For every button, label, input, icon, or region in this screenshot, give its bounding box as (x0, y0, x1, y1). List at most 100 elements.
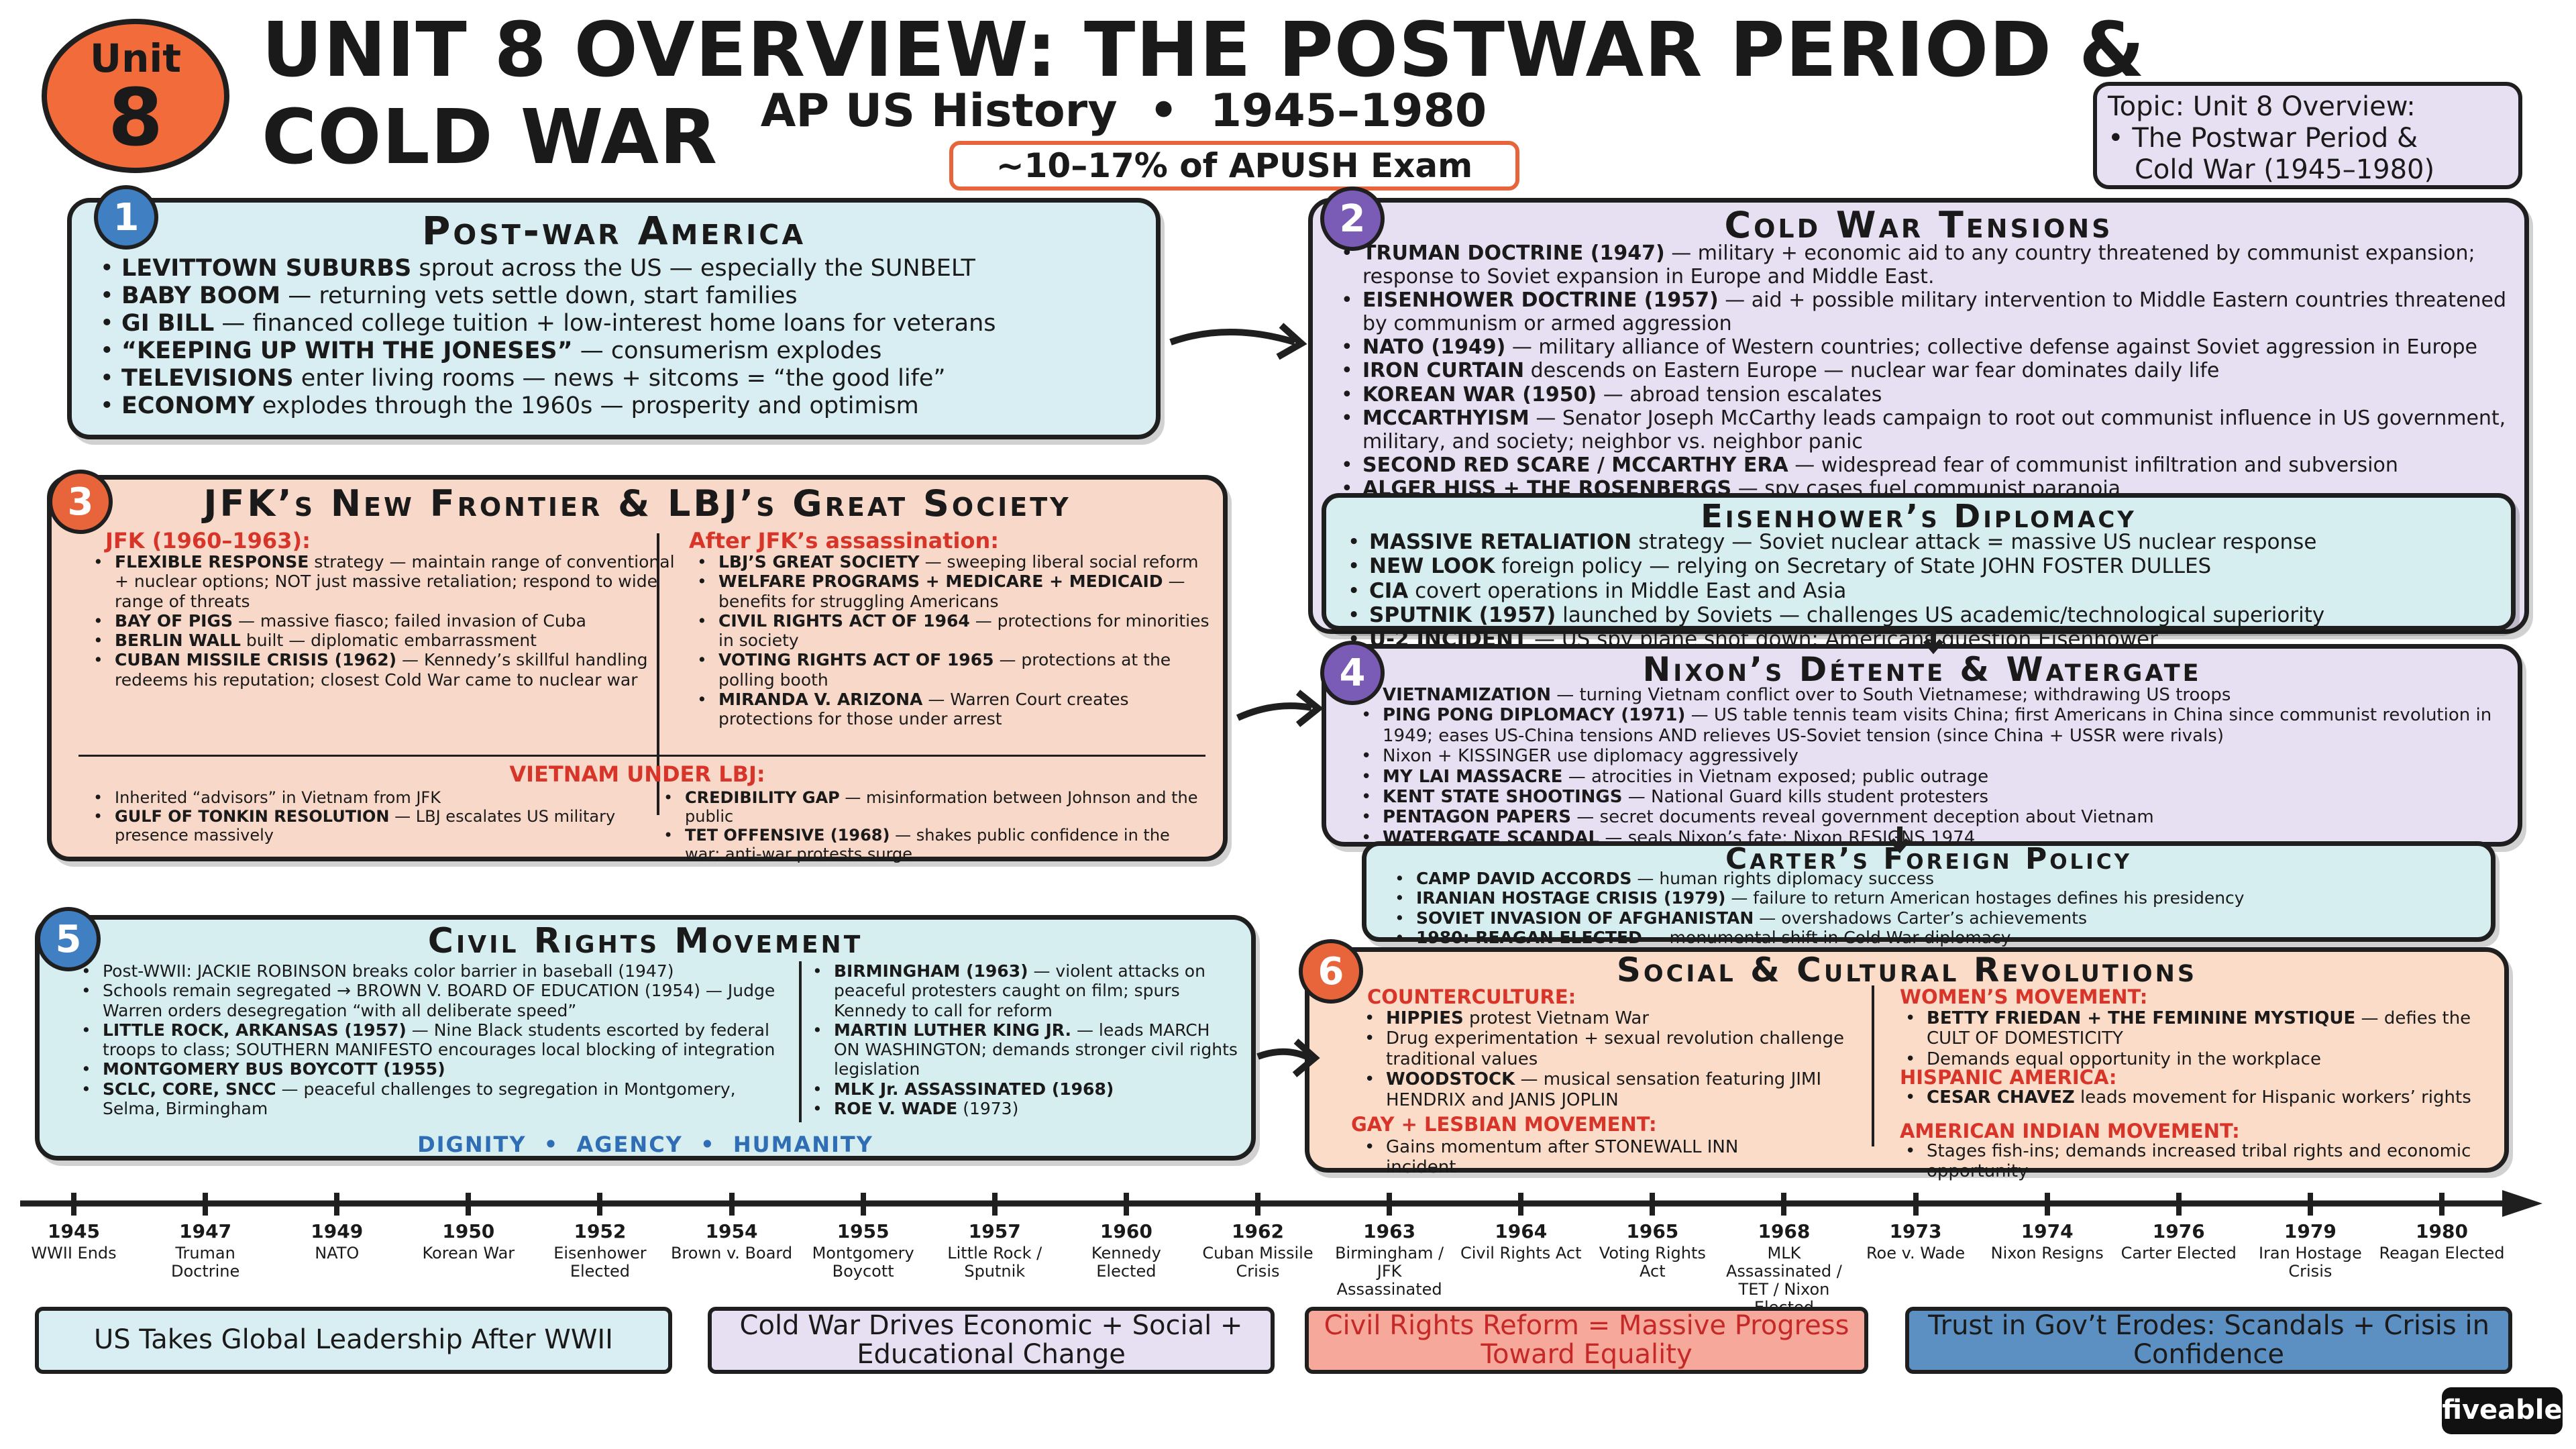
timeline-event-label: Eisenhower Elected (553, 1244, 647, 1281)
list-item-key-term: CREDIBILITY GAP (685, 788, 840, 807)
list-item-key-term: MLK Jr. ASSASSINATED (1968) (834, 1079, 1114, 1099)
jfk-header: JFK (1960–1963): (105, 528, 311, 553)
after-jfk-header: After JFK’s assassination: (689, 528, 1000, 553)
timeline-tick (466, 1193, 472, 1216)
list-item-text: — sweeping liberal social reform (919, 552, 1199, 572)
timeline-event-label: MLK Assassinated / TET / Nixon Elected (1726, 1244, 1842, 1316)
list-item: 1980: REAGAN ELECTED — monumental shift … (1393, 927, 2493, 948)
section-title: Social & Cultural Revolutions (1616, 951, 2198, 989)
list-item: Nixon + KISSINGER use diplomacy aggressi… (1360, 746, 2514, 767)
section-list: VIETNAMIZATION — turning Vietnam conflic… (1360, 685, 2514, 849)
american-indian-list: Stages fish-ins; demands increased triba… (1904, 1141, 2481, 1182)
list-item-text: — US table tennis team visits China; fir… (1383, 705, 2492, 746)
list-item: BETTY FRIEDAN + THE FEMININE MYSTIQUE — … (1904, 1008, 2481, 1049)
timeline-year: 1976 (2152, 1220, 2205, 1242)
timeline-year: 1973 (1889, 1220, 1942, 1242)
list-item-text: (1973) (957, 1098, 1019, 1118)
list-item-text: — protections for minorities in society (718, 610, 1210, 650)
list-item: SCLC, CORE, SNCC — peaceful challenges t… (80, 1079, 791, 1119)
list-item-key-term: TRUMAN DOCTRINE (1947) (1362, 241, 1665, 265)
list-item-key-term: LBJ’S GREAT SOCIETY (718, 552, 920, 572)
list-item: CESAR CHAVEZ leads movement for Hispanic… (1904, 1087, 2481, 1108)
list-item: BERLIN WALL built — diplomatic embarrass… (92, 631, 682, 651)
timeline-tick (729, 1193, 735, 1216)
timeline-event-label: Carter Elected (2121, 1244, 2237, 1263)
list-item: HIPPIES protest Vietnam War (1363, 1008, 1900, 1029)
timeline-year: 1952 (574, 1220, 627, 1242)
list-item-key-term: GI BILL (121, 309, 215, 337)
arrow-connector-5-to-6 (1256, 1038, 1320, 1077)
section-title: Nixon’s Détente & Watergate (1642, 650, 2202, 689)
list-item-key-term: 1980: REAGAN ELECTED (1416, 927, 1642, 947)
list-item: “KEEPING UP WITH THE JONESES” — consumer… (99, 337, 1145, 365)
page-title: UNIT 8 OVERVIEW: THE POSTWAR PERIOD & CO… (262, 7, 2145, 181)
timeline-year: 1947 (179, 1220, 232, 1242)
list-item-key-term: MCCARTHYISM (1362, 406, 1529, 430)
list-item-text: — Nine Black students escorted by federa… (103, 1020, 775, 1059)
list-item: Stages fish-ins; demands increased triba… (1904, 1141, 2481, 1182)
timeline-event-label: Korean War (422, 1244, 515, 1263)
list-item: MARTIN LUTHER KING JR. — leads MARCH ON … (811, 1020, 1240, 1079)
timeline-event-label: Voting Rights Act (1599, 1244, 1706, 1281)
list-item-text: — Kennedy’s skillful handling redeems hi… (115, 650, 648, 690)
timeline-axis (20, 1190, 2542, 1217)
list-item-key-term: PING PONG DIPLOMACY (1971) (1383, 705, 1686, 726)
list-item-key-term: BAY OF PIGS (115, 610, 233, 631)
list-item-text: — widespread fear of communist infiltrat… (1788, 453, 2398, 477)
timeline-year: 1945 (48, 1220, 100, 1242)
list-item-text: — Senator Joseph McCarthy leads campaign… (1362, 406, 2506, 453)
list-item: MLK Jr. ASSASSINATED (1968) (811, 1079, 1240, 1099)
summary-banner: Civil Rights Reform = Massive Progress T… (1305, 1307, 1868, 1374)
civil-rights-right-list: BIRMINGHAM (1963) — violent attacks on p… (811, 961, 1240, 1118)
timeline-tick (71, 1193, 76, 1216)
timeline-year: 1949 (311, 1220, 364, 1242)
list-item: EISENHOWER DOCTRINE (1957) — aid + possi… (1340, 288, 2514, 335)
list-item-key-term: SECOND RED SCARE / MCCARTHY ERA (1362, 453, 1788, 477)
timeline-year: 1960 (1099, 1220, 1152, 1242)
list-item-key-term: WOODSTOCK (1386, 1069, 1515, 1090)
summary-banner: Trust in Gov’t Erodes: Scandals + Crisis… (1905, 1307, 2512, 1374)
list-item: NEW LOOK foreign policy — relying on Sec… (1346, 554, 2507, 579)
list-item-key-term: CIA (1369, 578, 1409, 603)
section-number-badge: 6 (1299, 939, 1363, 1004)
list-item-text: — violent attacks on peaceful protesters… (834, 961, 1205, 1020)
hispanic-list: CESAR CHAVEZ leads movement for Hispanic… (1904, 1087, 2481, 1108)
list-item: PING PONG DIPLOMACY (1971) — US table te… (1360, 705, 2514, 746)
subsection-eisenhower-diplomacy: Eisenhower’s Diplomacy MASSIVE RETALIATI… (1322, 493, 2516, 652)
list-item-key-term: BIRMINGHAM (1963) (834, 961, 1028, 981)
section-title: JFK’s New Frontier & LBJ’s Great Society (203, 482, 1071, 525)
subsection-title: Eisenhower’s Diplomacy (1701, 498, 2137, 535)
section-nixon-detente: Nixon’s Détente & Watergate VIETNAMIZATI… (1322, 644, 2522, 849)
list-item-key-term: IRON CURTAIN (1362, 359, 1525, 383)
list-item: SOVIET INVASION OF AFGHANISTAN — oversha… (1393, 908, 2493, 928)
list-item: BAY OF PIGS — massive fiasco; failed inv… (92, 611, 682, 631)
list-item-text: — peaceful challenges to segregation in … (103, 1079, 736, 1118)
list-item-text: Inherited “advisors” in Vietnam from JFK (115, 788, 441, 807)
list-item-key-term: MONTGOMERY BUS BOYCOTT (1955) (103, 1059, 445, 1079)
list-item-text: — monumental shift in Cold War diplomacy (1642, 927, 2011, 947)
list-item-text: — military alliance of Western countries… (1505, 335, 2478, 360)
list-item-key-term: FLEXIBLE RESPONSE (115, 552, 309, 572)
timeline-event-label: Iran Hostage Crisis (2258, 1244, 2362, 1281)
list-item-text: — military + economic aid to any country… (1362, 241, 2475, 289)
exam-weight-badge: ~10–17% of APUSH Exam (949, 141, 1519, 191)
list-item-text: covert operations in Middle East and Asi… (1408, 578, 1847, 603)
list-item: SECOND RED SCARE / MCCARTHY ERA — widesp… (1340, 453, 2514, 477)
list-item-text: — financed college tuition + low-interes… (214, 309, 996, 337)
list-item-text: — protections at the polling booth (718, 650, 1171, 690)
list-item-key-term: WELFARE PROGRAMS + MEDICARE + MEDICAID (718, 572, 1163, 592)
list-item-key-term: VIETNAMIZATION (1383, 685, 1551, 705)
list-item: CREDIBILITY GAP — misinformation between… (662, 788, 1205, 826)
timeline-tick (991, 1193, 998, 1216)
list-item-text: — human rights diplomacy success (1631, 869, 1935, 888)
list-item: KOREAN WAR (1950) — abroad tension escal… (1340, 383, 2514, 407)
